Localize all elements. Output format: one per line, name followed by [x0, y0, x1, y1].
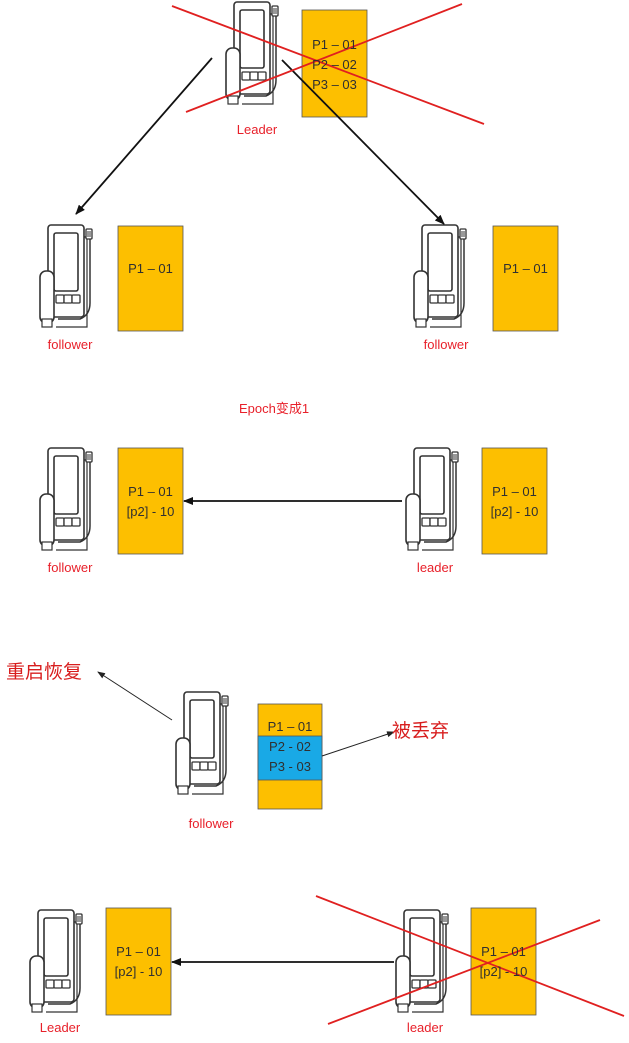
- follower-left-device-icon: [39, 224, 93, 328]
- follower-right-label: follower: [423, 337, 469, 352]
- follower-left-label: follower: [47, 337, 93, 352]
- leader-right-log-entry: P1 – 01: [481, 944, 526, 959]
- leader-label: Leader: [236, 122, 278, 137]
- leader-left-log-entry: P1 – 01: [116, 944, 161, 959]
- new-leader-device-icon: [405, 447, 459, 551]
- leader-log-entry: P3 – 03: [312, 77, 357, 92]
- leader-log-entry: P1 – 01: [312, 37, 357, 52]
- follower-device-icon: [39, 447, 93, 551]
- new-leader-log-entry: P1 – 01: [492, 484, 537, 499]
- leader-right-device-icon: [395, 909, 449, 1013]
- recovering-follower-device-icon: [175, 691, 229, 795]
- discarded-note: 被丢弃: [392, 721, 450, 742]
- restart-recover-note: 重启恢复: [6, 662, 83, 683]
- restart-arrow: [97, 671, 173, 721]
- follower-right-log-box: [492, 225, 559, 332]
- follower-left-log-entry: P1 – 01: [128, 261, 173, 276]
- recovering-follower-label: follower: [188, 816, 234, 831]
- crash-cross-line: [315, 895, 625, 1017]
- discarded-log-entry: P3 - 03: [269, 759, 311, 774]
- leader-log-entry: P2 – 02: [312, 57, 357, 72]
- discarded-entries-box: [257, 735, 323, 781]
- leader-left-log-entry: [p2] - 10: [114, 964, 163, 979]
- replicate-arrow-right: [281, 59, 445, 225]
- crash-cross-line: [327, 919, 601, 1025]
- leader-left-label: Leader: [39, 1020, 81, 1035]
- follower-label: follower: [47, 560, 93, 575]
- leader-left-log-box: [105, 907, 172, 1016]
- follower-log-entry: P1 – 01: [128, 484, 173, 499]
- leader-crash-cross-line: [171, 5, 485, 125]
- leader-right-log-box: [470, 907, 537, 1016]
- new-leader-label: leader: [416, 560, 454, 575]
- leader-left-device-icon: [29, 909, 83, 1013]
- follower-log-entry: [p2] - 10: [126, 504, 175, 519]
- replicate-arrow-left: [75, 57, 213, 215]
- kept-log-entry: P1 – 01: [267, 719, 313, 734]
- follower-log-box: [117, 447, 184, 555]
- epoch-note: Epoch变成1: [238, 401, 310, 416]
- new-leader-log-box: [481, 447, 548, 555]
- leader-log-box: [301, 9, 368, 118]
- leader-right-log-entry: [p2] - 10: [479, 964, 528, 979]
- leader-crash-cross-line: [185, 3, 463, 113]
- new-leader-log-entry: [p2] - 10: [490, 504, 539, 519]
- follower-right-device-icon: [413, 224, 467, 328]
- discard-arrow: [321, 731, 395, 757]
- leader-right-label: leader: [406, 1020, 444, 1035]
- leader-device-icon: [225, 1, 279, 105]
- follower-left-log-box: [117, 225, 184, 332]
- follower-right-log-entry: P1 – 01: [503, 261, 548, 276]
- discarded-log-entry: P2 - 02: [269, 739, 311, 754]
